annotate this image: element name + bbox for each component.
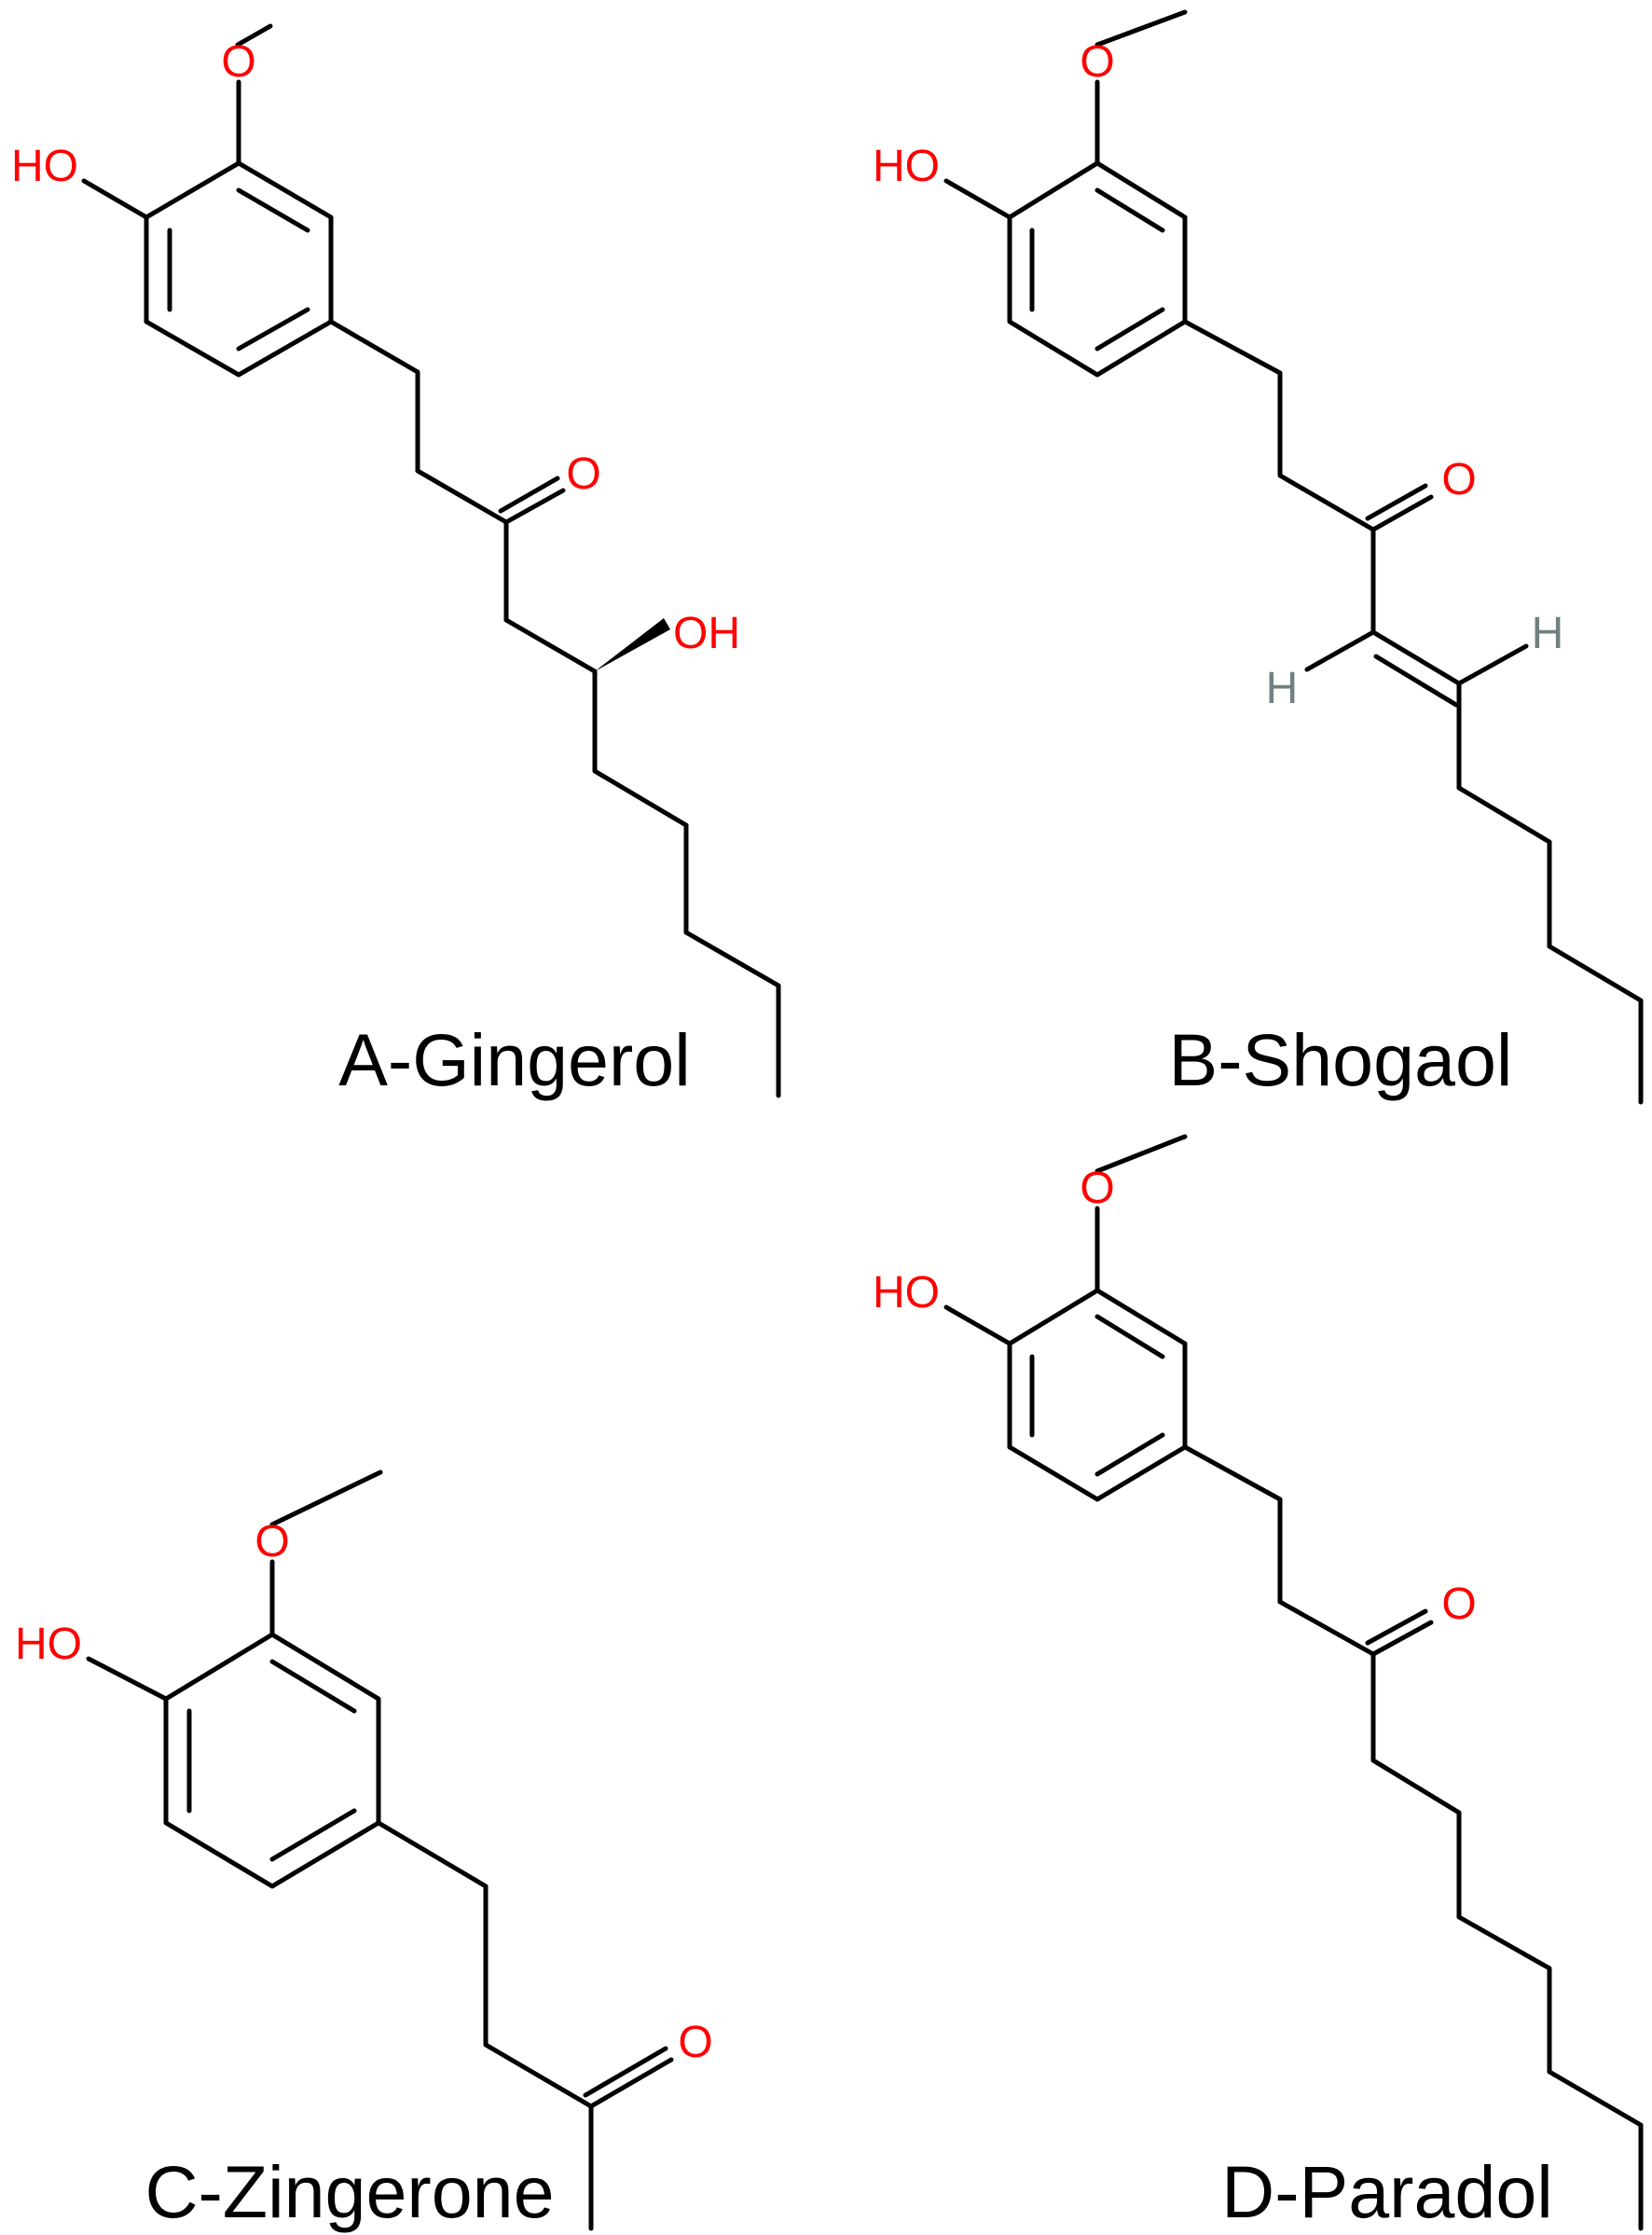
molecule-a-wedge-bond [595,618,670,671]
molecule-c-carbonyl-o: O [678,2018,712,2067]
molecule-d-bonds [943,1134,1644,2231]
molecule-d-methoxy-o: O [1080,1164,1114,1213]
molecule-b-bonds [943,9,1644,1105]
molecule-b-methoxy-o: O [1080,37,1114,87]
molecule-b-hydrogen-left: H [1266,664,1299,713]
molecule-a-label: A-Gingerol [338,1018,691,1101]
molecule-c-label: C-Zingerone [145,2150,554,2233]
molecule-d-label: D-Paradol [1221,2150,1553,2233]
molecule-d-carbonyl-o: O [1441,1580,1476,1629]
molecule-c-hydroxyl: HO [15,1620,82,1669]
molecule-b: O HO O H H B-Shogaol [873,9,1644,1105]
molecule-d: O HO O D-Paradol [873,1134,1644,2233]
molecule-c-bonds [86,1469,674,2231]
molecule-c: O HO O C-Zingerone [15,1469,713,2233]
molecule-b-carbonyl-o: O [1441,455,1476,504]
molecule-a-bonds [81,23,781,1098]
molecule-a-carbonyl-o: O [566,449,600,499]
molecule-c-methoxy-o: O [255,1517,289,1566]
molecule-b-hydroxyl: HO [873,142,940,191]
molecule-a-alcohol-oh: OH [673,609,740,658]
molecule-a-methoxy-o: O [221,37,255,87]
molecule-b-label: B-Shogaol [1169,1018,1513,1101]
molecule-d-hydroxyl: HO [873,1268,940,1318]
molecule-b-hydrogen-right: H [1532,609,1564,658]
molecule-a: O HO O OH A-Gingerol [11,23,781,1101]
molecule-a-hydroxyl: HO [11,142,78,191]
